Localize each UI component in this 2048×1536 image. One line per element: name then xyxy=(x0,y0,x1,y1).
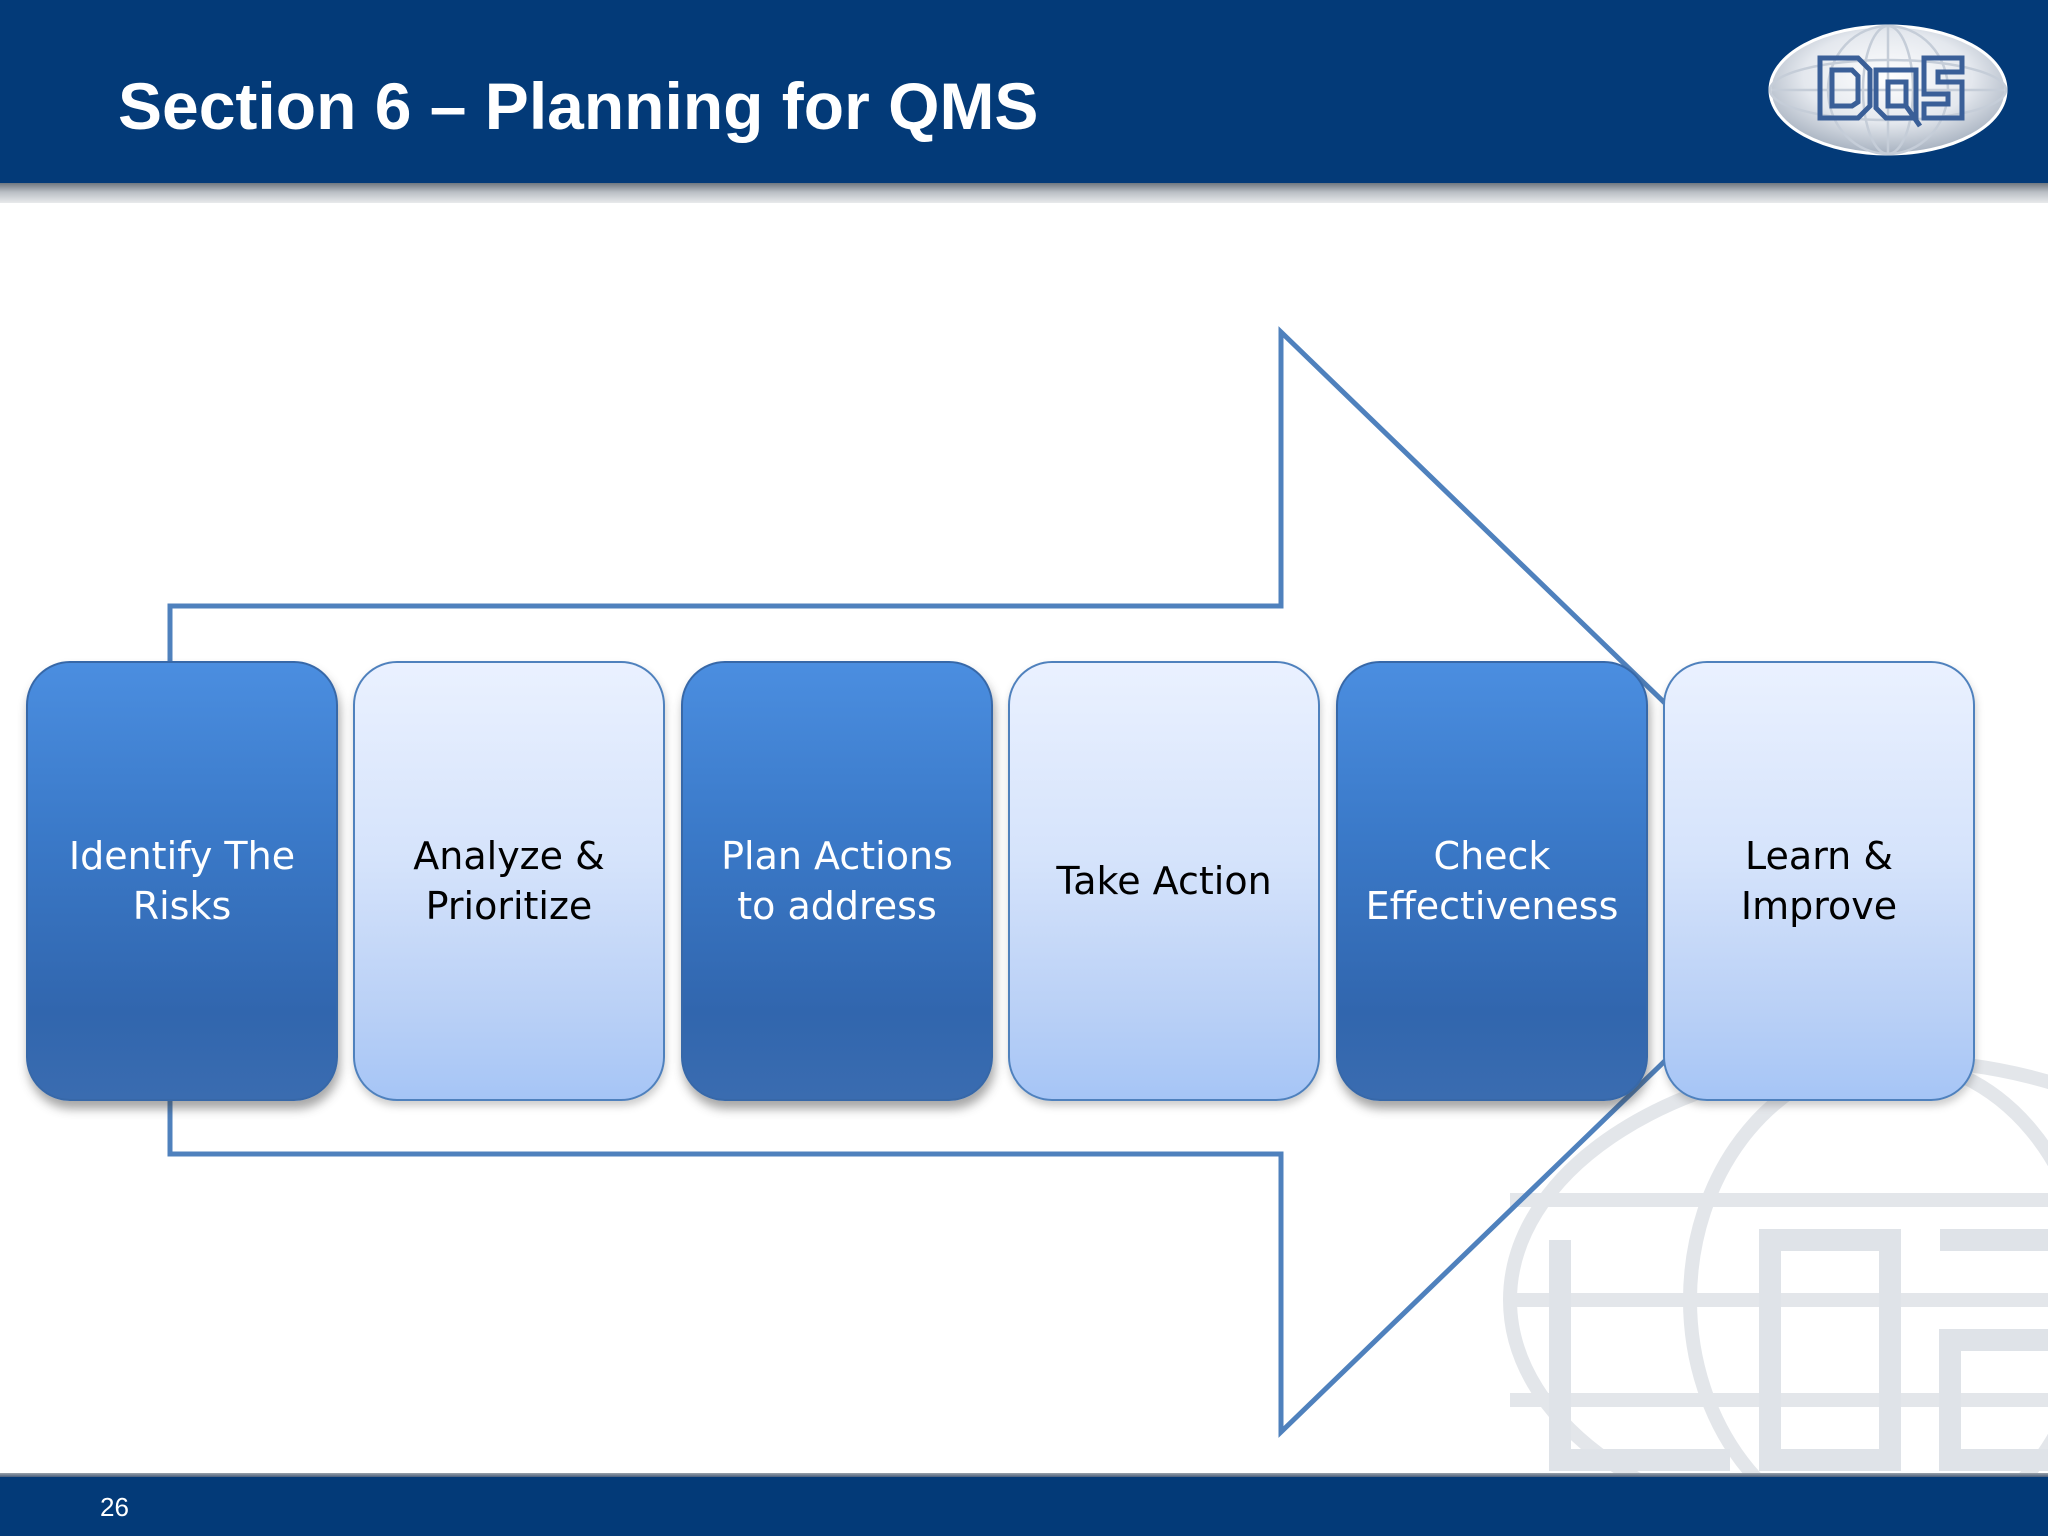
page-number: 26 xyxy=(100,1492,129,1522)
slide-footer xyxy=(0,1477,2048,1536)
step-label: Plan Actions to address xyxy=(721,834,953,928)
slide-title: Section 6 – Planning for QMS xyxy=(118,69,1039,143)
step-check-effectiveness: Check Effectiveness xyxy=(1336,661,1648,1101)
dqs-globe-logo-icon xyxy=(1768,24,2008,156)
step-learn-improve: Learn & Improve xyxy=(1663,661,1975,1101)
step-label: Analyze & Prioritize xyxy=(413,834,605,928)
step-analyze-prioritize: Analyze & Prioritize xyxy=(353,661,665,1101)
step-label: Take Action xyxy=(1056,859,1272,903)
header-divider xyxy=(0,183,2048,203)
step-take-action: Take Action xyxy=(1008,661,1320,1101)
step-identify-risks: Identify The Risks xyxy=(26,661,338,1101)
step-label: Identify The Risks xyxy=(68,834,296,928)
footer-divider xyxy=(0,1473,2048,1477)
slide-header xyxy=(0,0,2048,183)
step-plan-actions: Plan Actions to address xyxy=(681,661,993,1101)
step-label: Learn & Improve xyxy=(1740,834,1898,928)
step-label: Check Effectiveness xyxy=(1365,834,1619,928)
